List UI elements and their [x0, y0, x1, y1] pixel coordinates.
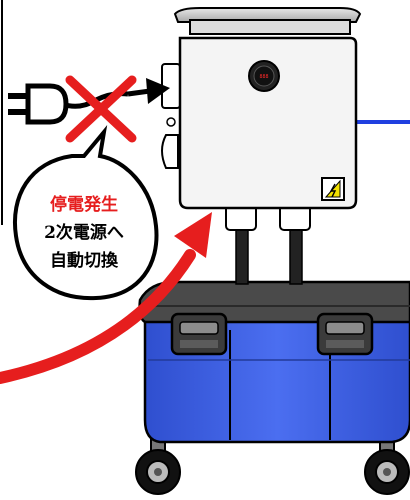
control-box: 888 [161, 7, 362, 210]
power-plug-icon [8, 83, 129, 125]
red-x-icon [65, 75, 137, 143]
digital-display: 888 [248, 60, 280, 92]
display-reading: 888 [259, 74, 268, 80]
cart-latch-left [170, 312, 228, 356]
cart-latch-right [316, 312, 374, 356]
box-body [178, 36, 358, 210]
callout-line-auto-switch: 自動切換 [50, 250, 119, 271]
cart [135, 280, 410, 495]
mount-poles [225, 203, 311, 285]
callout-line-outage: 停電発生 [50, 194, 118, 215]
callout-bubble [13, 125, 159, 301]
cart-wheel-left [135, 432, 181, 495]
power-outage-callout: 停電発生 2次電源へ 自動切換 [13, 125, 159, 301]
black-arrow [127, 78, 170, 104]
warning-label-icon [321, 177, 345, 201]
box-hinge-bottom [161, 134, 179, 169]
red-switch-arrow [0, 212, 212, 384]
callout-line-secondary-power: 2次電源へ [44, 222, 124, 243]
box-lid [173, 7, 362, 23]
